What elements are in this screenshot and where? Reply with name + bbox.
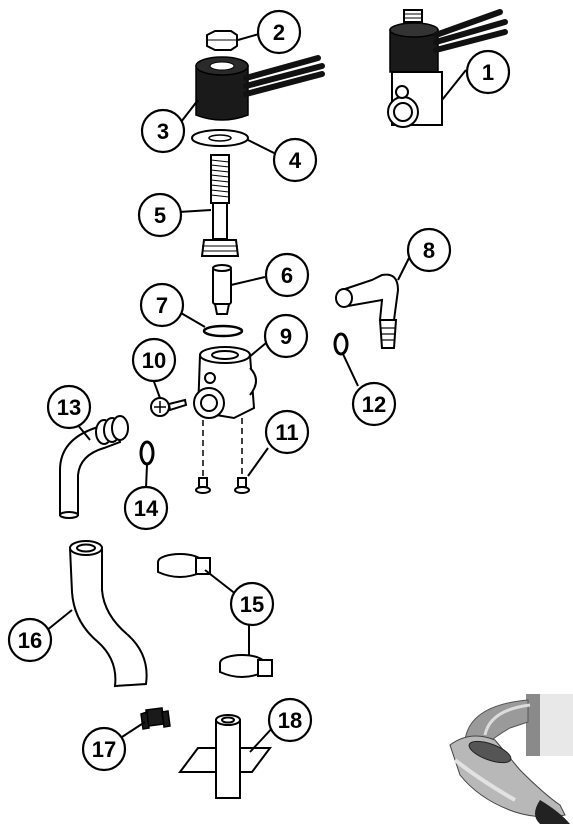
part-14-o-ring (139, 440, 155, 466)
part-2-nut (206, 30, 238, 51)
part-5-plunger-tube (200, 154, 240, 257)
part-15-hose-clamps (157, 553, 273, 678)
callout-17-label: 17 (92, 737, 116, 762)
callout-2-label: 2 (273, 20, 285, 45)
callout-12: 12 (351, 381, 397, 427)
callout-11-label: 11 (275, 420, 298, 445)
callout-14: 14 (123, 485, 169, 531)
callout-1: 1 (465, 49, 511, 95)
callout-4-label: 4 (289, 148, 302, 173)
callout-18: 18 (267, 697, 313, 743)
callout-7: 7 (139, 282, 185, 328)
callout-12-label: 12 (362, 392, 386, 417)
part-10-screw (150, 397, 188, 417)
callout-15: 15 (229, 581, 275, 627)
part-3-coil (195, 55, 325, 121)
part-9-valve-body (193, 346, 257, 420)
callout-15-label: 15 (240, 592, 264, 617)
callout-18-label: 18 (278, 708, 302, 733)
callout-3-label: 3 (157, 119, 169, 144)
part-17-clip (140, 707, 171, 730)
callout-7-label: 7 (156, 293, 168, 318)
callout-16: 16 (7, 617, 53, 663)
callout-10-label: 10 (142, 348, 166, 373)
callout-9-label: 9 (280, 324, 292, 349)
photo-hose-assembly (449, 694, 573, 824)
callout-13: 13 (46, 384, 92, 430)
callout-6-label: 6 (281, 263, 293, 288)
callout-16-label: 16 (18, 628, 42, 653)
leader-lines (45, 33, 467, 753)
part-16-s-hose (68, 540, 148, 688)
callout-14-label: 14 (134, 496, 159, 521)
part-6-plunger (212, 264, 232, 315)
callout-10: 10 (131, 337, 177, 383)
part-11-screws (195, 418, 250, 494)
part-12-o-ring (333, 332, 349, 356)
callout-3: 3 (140, 108, 186, 154)
callout-6: 6 (264, 252, 310, 298)
part-4-washer (191, 129, 249, 147)
callout-5-label: 5 (154, 203, 166, 228)
callout-8-label: 8 (423, 238, 435, 263)
callout-11: 11 (264, 409, 310, 455)
part-1-assembled-valve (387, 9, 508, 128)
callout-13-label: 13 (57, 395, 81, 420)
callout-5: 5 (137, 192, 183, 238)
callout-17: 17 (81, 726, 127, 772)
callout-1-label: 1 (482, 60, 494, 85)
callout-8: 8 (406, 227, 452, 273)
callout-9: 9 (263, 313, 309, 359)
part-13-bent-hose (59, 415, 129, 519)
callout-4: 4 (272, 137, 318, 183)
part-8-elbow-fitting (335, 273, 400, 349)
part-18-drain-fitting (178, 714, 272, 799)
callout-2: 2 (256, 9, 302, 55)
part-7-o-ring (202, 324, 244, 338)
